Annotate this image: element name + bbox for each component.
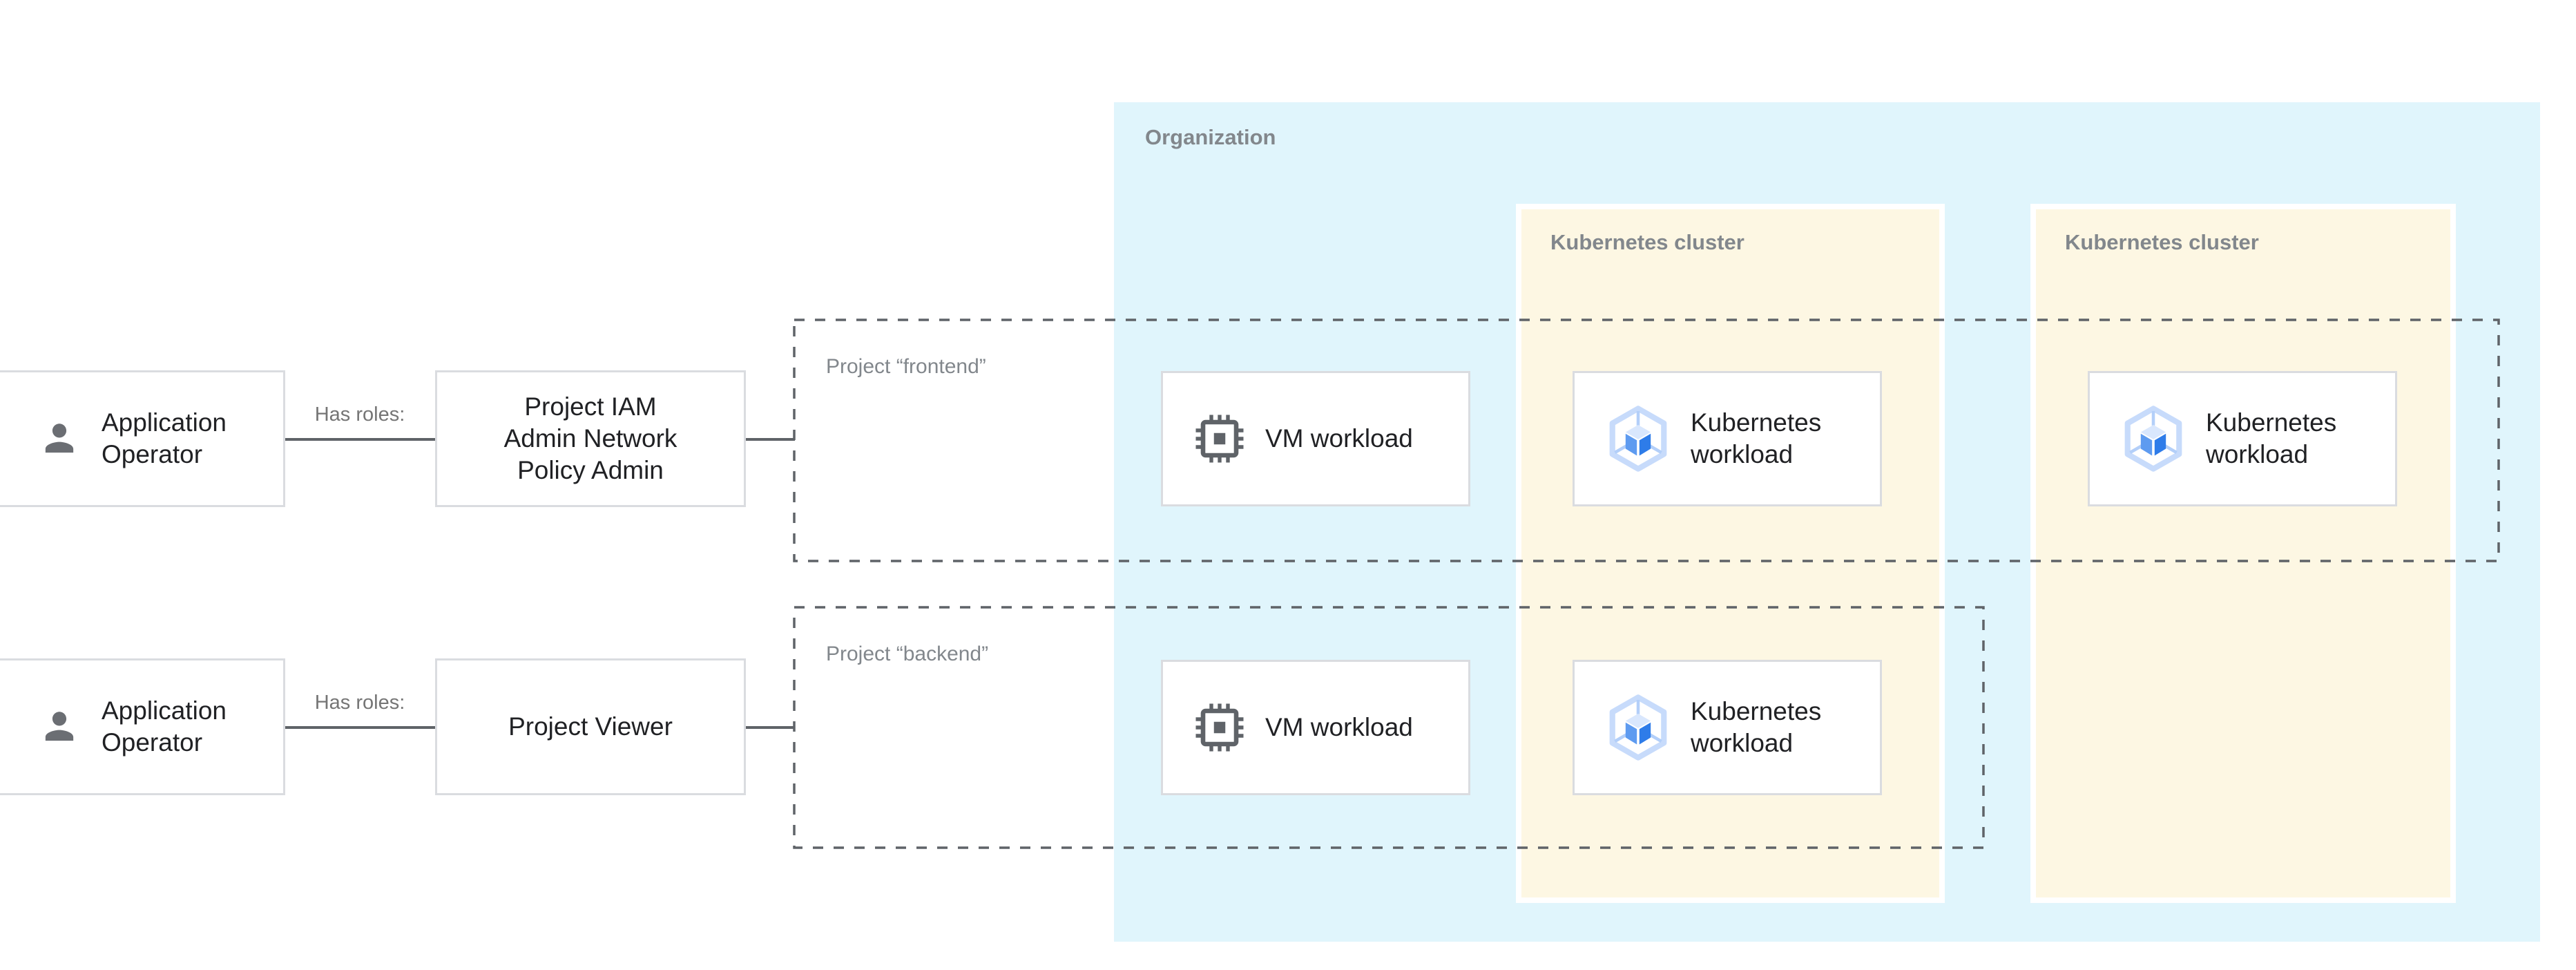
kubernetes-workload-card-frontend-cluster2: Kubernetes workload	[2088, 371, 2397, 506]
kubernetes-workload-card-backend-cluster1: Kubernetes workload	[1573, 660, 1882, 795]
chip-icon	[1195, 415, 1244, 463]
has-roles-label-2: Has roles:	[314, 692, 405, 714]
vm-workload-card-backend: VM workload	[1161, 660, 1470, 795]
application-operator-card-2: Application Operator	[0, 658, 285, 795]
role-card-project-viewer: Project Viewer	[435, 658, 746, 795]
application-operator-card-1: Application Operator	[0, 370, 285, 507]
gke-hexagon-cube-icon	[1609, 694, 1667, 761]
application-operator-label: Application Operator	[102, 696, 227, 757]
kubernetes-cluster-2-label: Kubernetes cluster	[2065, 230, 2259, 254]
person-icon	[45, 424, 74, 453]
kubernetes-workload-card-frontend-cluster1: Kubernetes workload	[1573, 371, 1882, 506]
gke-hexagon-cube-icon	[2124, 406, 2182, 472]
gke-hexagon-cube-icon	[1609, 406, 1667, 472]
kubernetes-cluster-1: Kubernetes cluster	[1516, 204, 1945, 903]
kubernetes-workload-label: Kubernetes workload	[2206, 408, 2337, 468]
kubernetes-workload-label: Kubernetes workload	[1691, 408, 1822, 468]
vm-workload-label: VM workload	[1265, 424, 1413, 453]
has-roles-label-1: Has roles:	[314, 403, 405, 426]
kubernetes-cluster-1-label: Kubernetes cluster	[1550, 230, 1744, 254]
kubernetes-workload-label: Kubernetes workload	[1691, 697, 1822, 757]
kubernetes-cluster-2: Kubernetes cluster	[2030, 204, 2456, 903]
person-icon	[45, 712, 74, 741]
application-operator-label: Application Operator	[102, 408, 227, 468]
role-label: Project Viewer	[508, 712, 673, 741]
role-label: Project IAM Admin Network Policy Admin	[503, 392, 677, 484]
vm-workload-card-frontend: VM workload	[1161, 371, 1470, 506]
role-card-project-iam-admin: Project IAM Admin Network Policy Admin	[435, 370, 746, 507]
project-frontend-label: Project “frontend”	[826, 355, 986, 378]
vm-workload-label: VM workload	[1265, 713, 1413, 741]
project-backend-label: Project “backend”	[826, 643, 989, 665]
chip-icon	[1195, 703, 1244, 752]
organization-label: Organization	[1145, 125, 1276, 149]
